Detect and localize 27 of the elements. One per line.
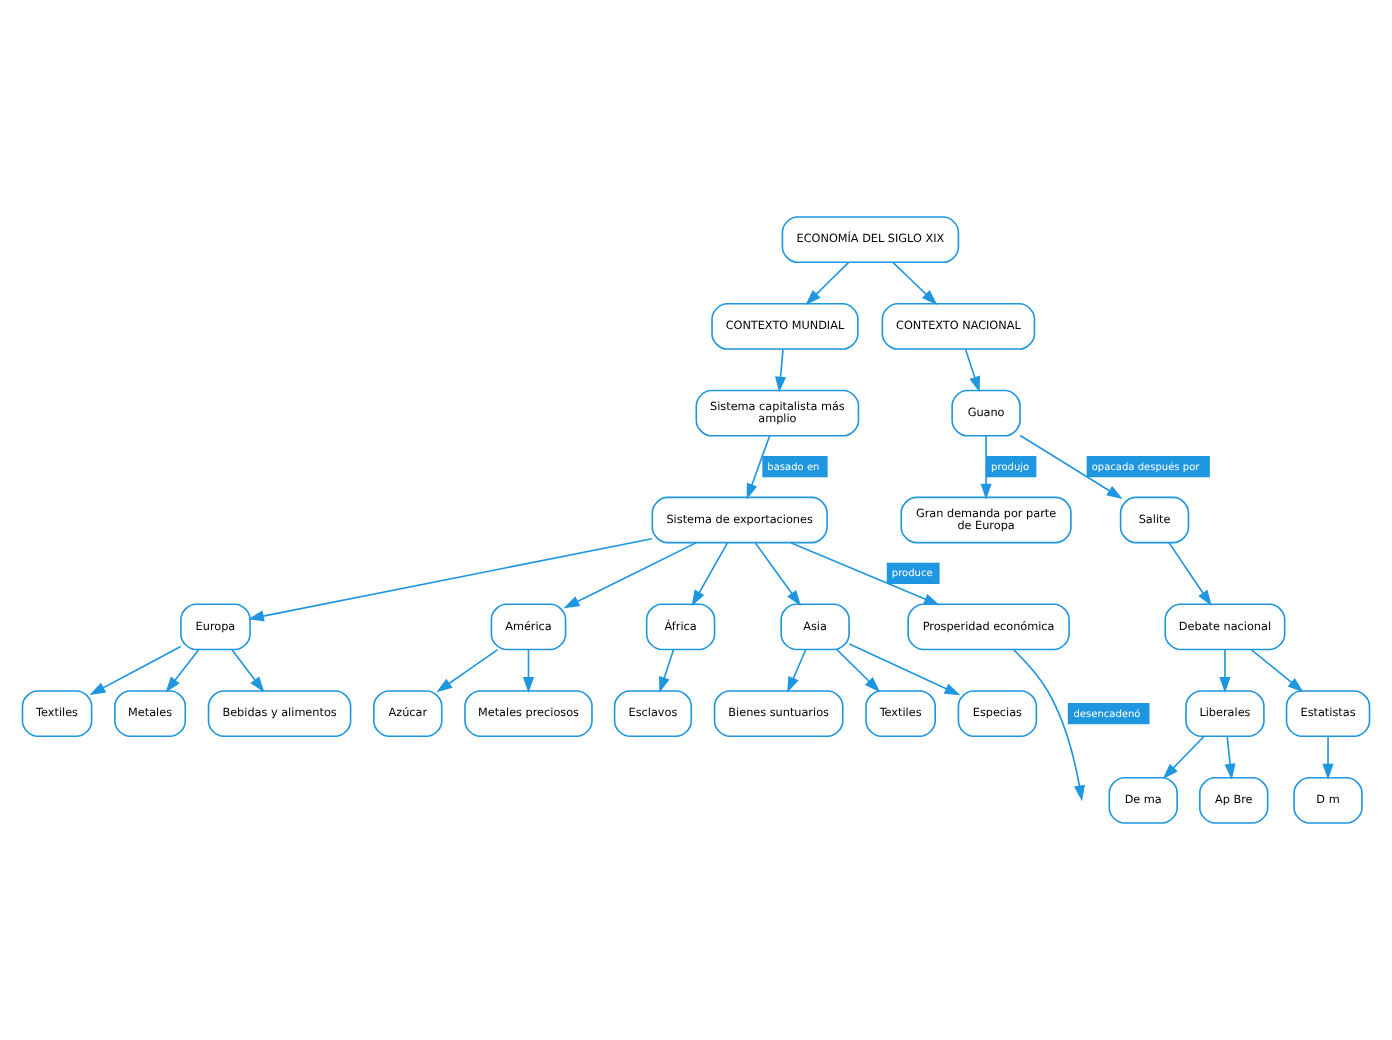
arrow	[746, 435, 771, 500]
arrow	[436, 648, 499, 693]
arrow	[964, 348, 980, 393]
arrow	[1168, 542, 1212, 607]
arrow	[89, 645, 182, 696]
arrow	[165, 649, 200, 693]
arrow	[1219, 649, 1231, 693]
arrow	[231, 649, 265, 693]
arrow	[1013, 649, 1085, 802]
arrow	[248, 537, 653, 622]
arrow	[805, 261, 850, 305]
arrow	[848, 643, 961, 696]
arrow	[522, 649, 535, 693]
arrow	[1322, 735, 1334, 780]
arrow	[787, 649, 807, 693]
arrow	[1224, 735, 1236, 780]
arrow	[775, 348, 787, 393]
arrow	[892, 261, 938, 305]
arrow	[691, 542, 729, 607]
arrow	[659, 649, 675, 693]
arrow	[1019, 434, 1123, 499]
arrow	[836, 649, 881, 693]
arrow	[1162, 735, 1205, 779]
arrow	[1250, 649, 1304, 693]
arrow	[563, 542, 697, 609]
arrow	[754, 542, 801, 606]
arrow	[980, 435, 992, 500]
